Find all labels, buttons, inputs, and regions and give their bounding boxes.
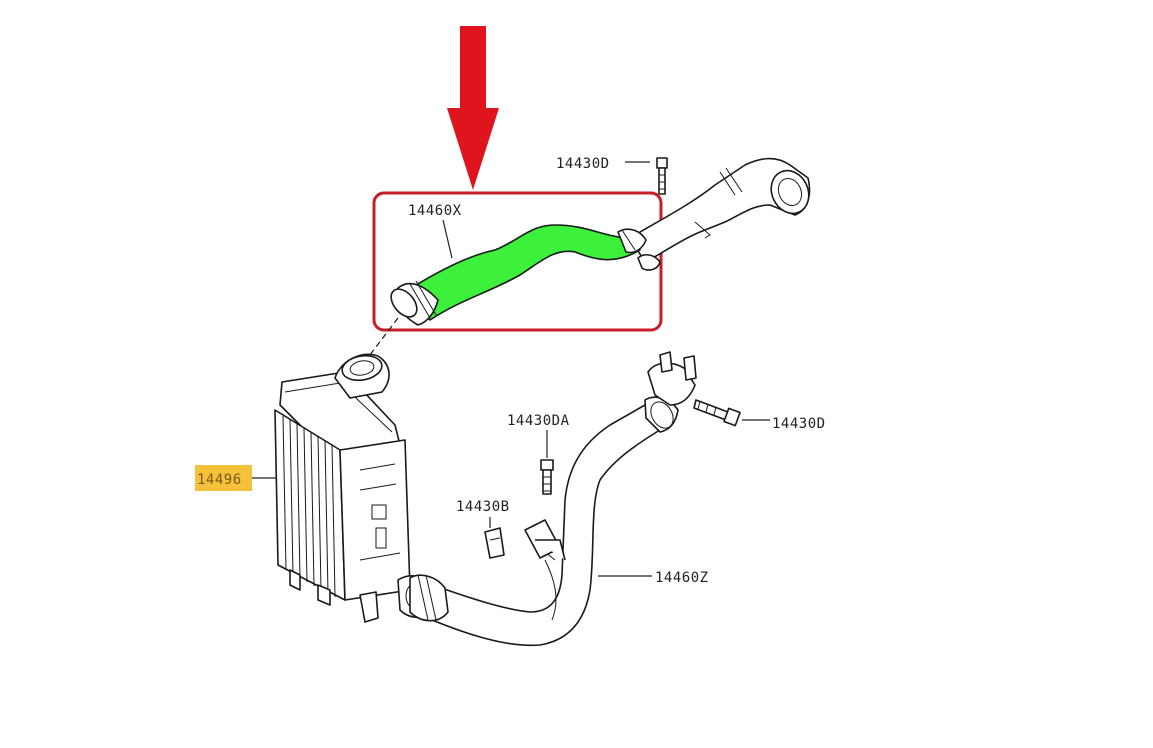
pointer-arrow <box>447 26 499 190</box>
hose-14460z <box>409 351 697 647</box>
label-14460z: 14460Z <box>655 570 709 586</box>
label-14430d-right: 14430D <box>772 416 826 432</box>
turbo-outlet-pipe <box>629 157 811 271</box>
clip-14430b <box>484 527 505 559</box>
label-14496: 14496 <box>197 472 242 488</box>
label-highlight <box>195 465 252 491</box>
label-14460x: 14460X <box>408 203 462 219</box>
leader-lines <box>252 161 770 577</box>
hose-14460x <box>390 224 647 326</box>
highlight-box <box>372 191 663 332</box>
bolt-14430da <box>540 459 554 495</box>
label-14430da: 14430DA <box>507 413 570 429</box>
intercooler <box>274 353 439 623</box>
bolt-14430d-right <box>693 399 741 427</box>
label-14430d-top: 14430D <box>556 156 610 172</box>
label-14430b: 14430B <box>456 499 510 515</box>
